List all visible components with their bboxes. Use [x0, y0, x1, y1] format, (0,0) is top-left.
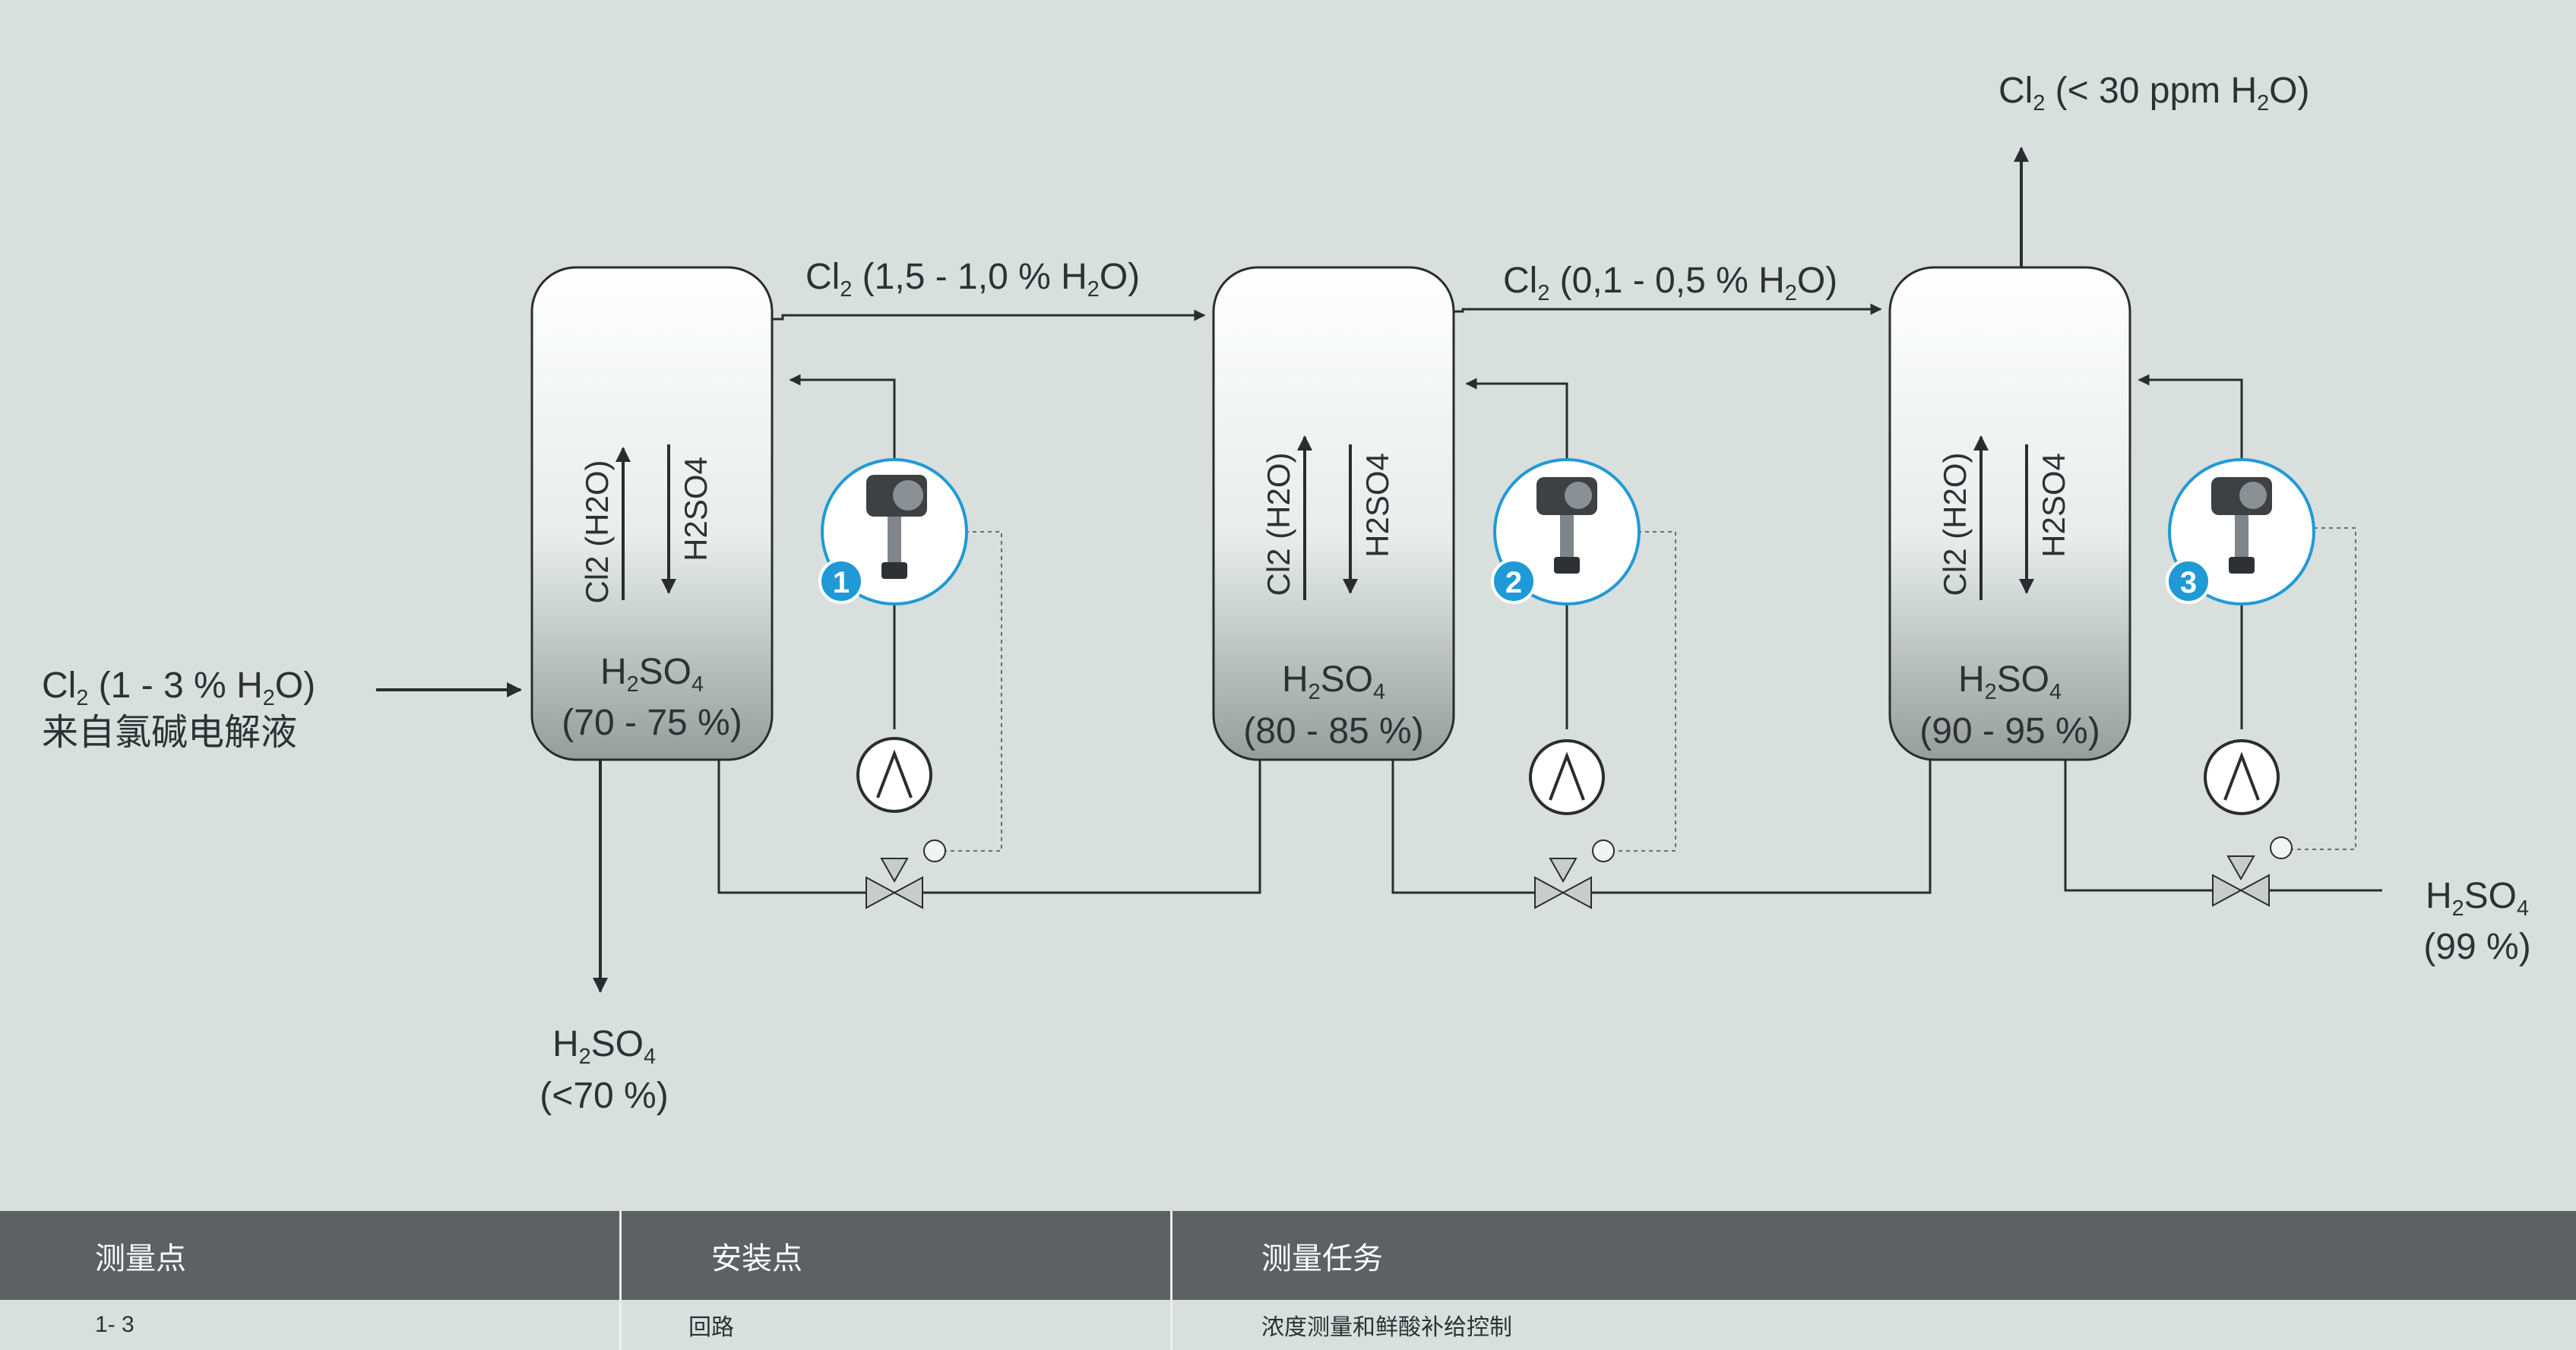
tower-3-up-label: Cl2 (H2O): [1937, 452, 1973, 596]
loop-2-transmitter-icon: [1536, 477, 1597, 574]
tower-1-vessel: [530, 266, 774, 761]
tower-2-vessel: [1212, 266, 1455, 761]
tower-1-up-label: Cl2 (H2O): [579, 460, 615, 603]
loop-3: 3: [2064, 374, 2382, 907]
tower-3-acid-label: H2SO4: [1958, 659, 2062, 704]
table-header-row: 测量点 安装点 测量任务: [0, 1211, 2576, 1300]
tower-1: Cl2 (H2O) H2SO4 H2SO4 (70 - 75 %): [530, 266, 774, 761]
cell-measuring-point: 1- 3: [95, 1312, 134, 1337]
column-divider: [619, 1211, 622, 1350]
loop-1-badge-number: 1: [833, 566, 850, 599]
cell-measurement-task: 浓度测量和鲜酸补给控制: [1261, 1315, 1512, 1340]
tower-1-down-label: H2SO4: [678, 457, 714, 561]
tower-3-down-label: H2SO4: [2036, 453, 2071, 558]
gas-label-2-3: Cl2 (0,1 - 0,5 % H2O): [1503, 261, 1837, 305]
loop-1-badge: [818, 558, 864, 604]
tower-2: Cl2 (H2O) H2SO4 H2SO4 (80 - 85 %): [1212, 266, 1455, 761]
loop-2: 2: [1391, 378, 1932, 909]
loop-1-feed-line: [717, 760, 1261, 894]
process-diagram: Cl2 (H2O) H2SO4 H2SO4 (70 - 75 %) Cl2 (H…: [42, 71, 2531, 1116]
loop-2-feed-line: [1391, 760, 1932, 894]
tower-2-range-label: (80 - 85 %): [1243, 711, 1423, 751]
loop-1-signal-line: [942, 531, 1002, 852]
acid-out-range: (<70 %): [540, 1076, 668, 1116]
gas-label-1-2: Cl2 (1,5 - 1,0 % H2O): [805, 257, 1140, 302]
header-measuring-point: 测量点: [95, 1241, 186, 1276]
tower-1-range-label: (70 - 75 %): [562, 703, 742, 743]
loop-3-return-line: [2138, 374, 2243, 729]
loop-1-pump-icon: [856, 737, 932, 813]
loop-3-pump-icon: [2204, 739, 2280, 815]
table-row: 1- 3 回路 浓度测量和鲜酸补给控制: [0, 1300, 2576, 1350]
cell-installation-point: 回路: [688, 1315, 734, 1340]
measurement-table: 测量点 安装点 测量任务 1- 3 回路 浓度测量和鲜酸补给控制: [0, 1211, 2576, 1350]
tower-3-vessel: [1888, 266, 2131, 761]
loop-3-valve-icon: [2212, 836, 2293, 907]
loop-2-pump-icon: [1529, 739, 1605, 815]
tower-2-down-label: H2SO4: [1359, 453, 1395, 558]
header-installation-point: 安装点: [711, 1241, 802, 1276]
header-measurement-task: 测量任务: [1261, 1241, 1383, 1276]
gas-line-2-3: [1454, 303, 1882, 315]
loop-1-valve-icon: [866, 839, 946, 909]
loop-2-return-line: [1465, 378, 1568, 729]
loop-3-badge: [2166, 558, 2211, 604]
inlet-label: Cl2 (1 - 3 % H2O): [42, 666, 315, 710]
tower-3-range-label: (90 - 95 %): [1919, 711, 2100, 751]
loop-1-return-line: [789, 374, 896, 729]
loop-2-signal-line: [1615, 531, 1676, 852]
loop-2-badge: [1491, 558, 1536, 604]
loop-3-badge-number: 3: [2180, 566, 2197, 599]
acid-out-label: H2SO4: [552, 1024, 656, 1069]
loop-3-transmitter-icon: [2211, 477, 2272, 574]
loop-1-transmitter-icon: [866, 475, 927, 579]
outlet-label: Cl2 (< 30 ppm H2O): [1998, 71, 2309, 115]
inlet-label-cn: 来自氯碱电解液: [42, 713, 297, 753]
loop-3-signal-line: [2287, 527, 2356, 850]
tower-3: Cl2 (H2O) H2SO4 H2SO4 (90 - 95 %): [1888, 266, 2131, 761]
loop-2-badge-number: 2: [1505, 566, 1522, 599]
column-divider: [1170, 1211, 1172, 1350]
acid-in-range: (99 %): [2423, 927, 2530, 967]
gas-line-1-2: [772, 309, 1206, 321]
loop-2-valve-icon: [1534, 839, 1615, 909]
loop-1: 1: [717, 374, 1261, 909]
acid-in-label: H2SO4: [2426, 876, 2529, 921]
loop-3-feed-line: [2064, 760, 2382, 892]
tower-1-acid-label: H2SO4: [600, 652, 704, 697]
tower-2-up-label: Cl2 (H2O): [1261, 452, 1296, 596]
tower-2-acid-label: H2SO4: [1282, 659, 1385, 704]
